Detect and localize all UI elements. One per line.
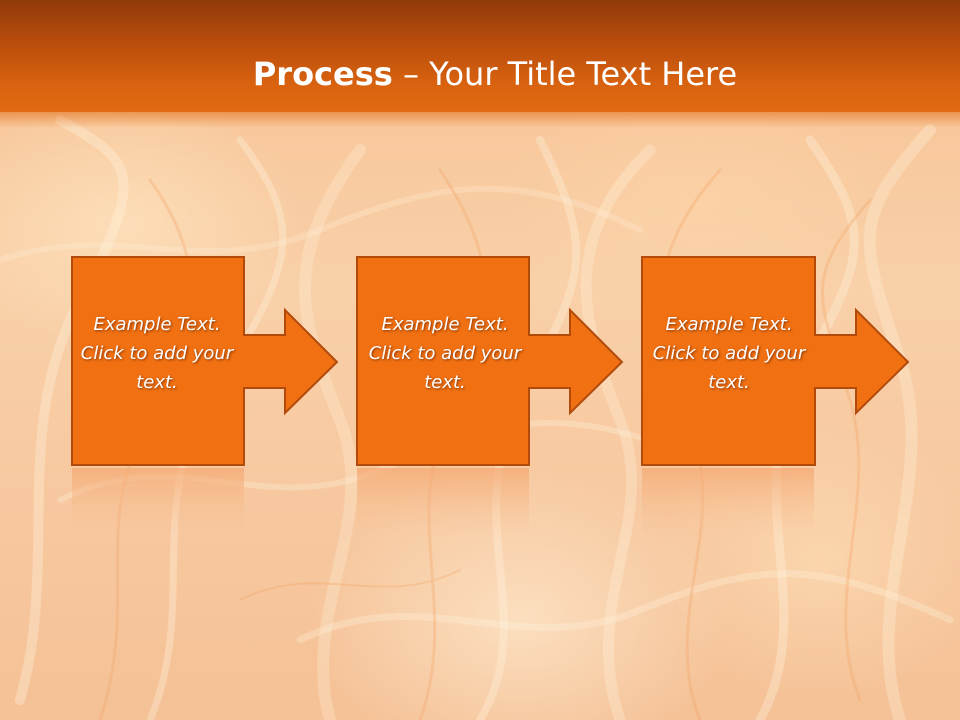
step-3-reflection (642, 468, 814, 538)
step-2-text[interactable]: Example Text. Click to add your text. (368, 314, 522, 393)
step-1-text[interactable]: Example Text. Click to add your text. (80, 314, 234, 393)
step-1-reflection (72, 468, 244, 538)
title-bold: Process (252, 55, 393, 93)
step-1-arrow-shape[interactable] (71, 256, 339, 466)
step-2-arrow-shape[interactable] (356, 256, 624, 466)
step-2-reflection (357, 468, 529, 538)
step-3-arrow-shape[interactable] (641, 256, 910, 466)
step-3-text[interactable]: Example Text. Click to add your text. (652, 314, 806, 393)
title-rest: – Your Title Text Here (392, 55, 738, 93)
title-bar (0, 0, 960, 128)
slide-title[interactable]: Process – Your Title Text Here (0, 52, 960, 96)
